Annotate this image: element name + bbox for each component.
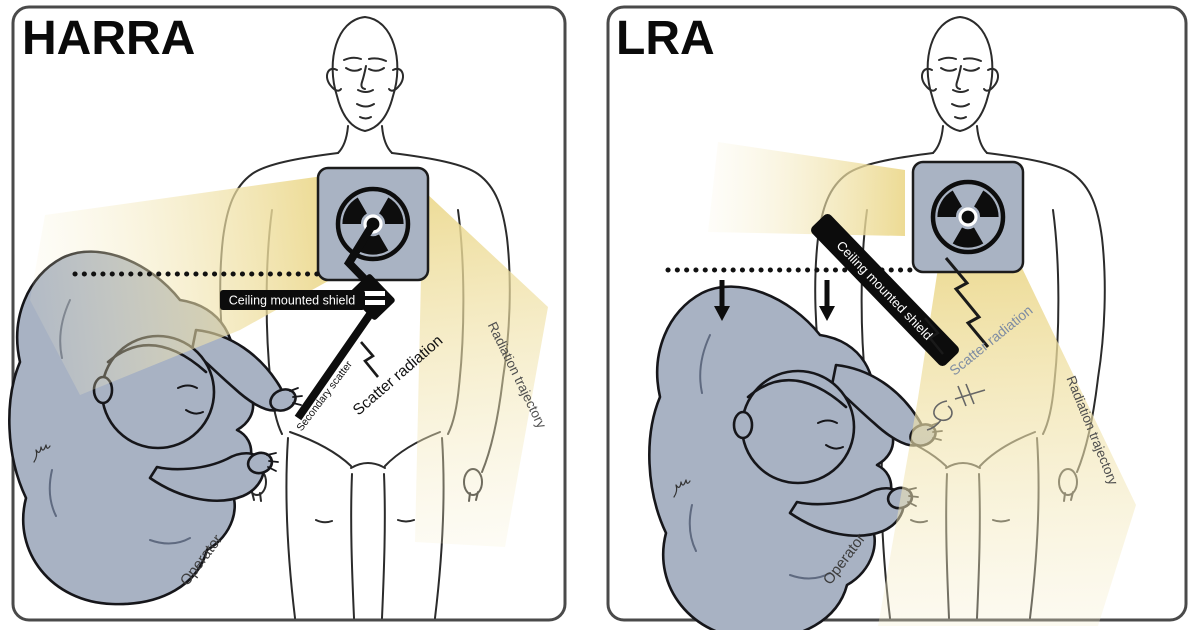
scatter-bolt-icon [360,341,380,378]
radiation-beam-upper [30,175,330,395]
ceiling-shield-label-text: Ceiling mounted shield [229,294,356,308]
wrist-access-device [926,383,986,431]
panel-title-lra: LRA [616,12,715,65]
shield-panel-stripes [349,274,395,320]
scatter-bolt-icons [924,257,990,355]
panel-lra: Ceiling mounted shield Scatter radiation… [606,5,1188,630]
radiation-beam-upper [708,142,905,236]
lowered-position-arrows [714,280,835,321]
panel-title-harra: HARRA [22,12,195,65]
ceiling-shield-label: Ceiling mounted shield [220,290,365,310]
panel-harra: Ceiling mounted shield Secondary scatter… [8,5,567,622]
radiation-beam-lower [415,192,548,547]
